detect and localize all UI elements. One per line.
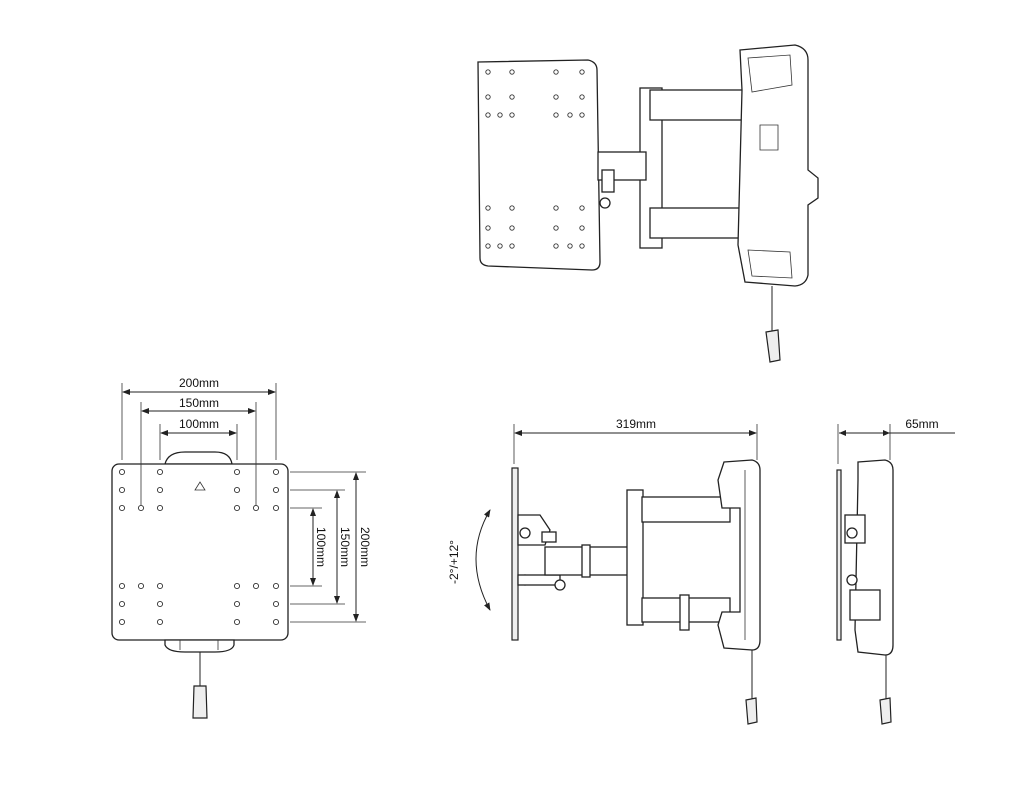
mounting-hole (509, 69, 515, 75)
top-handle (164, 451, 233, 465)
mounting-hole (156, 582, 164, 590)
mounting-hole (233, 600, 241, 608)
mounting-hole (497, 243, 503, 249)
mounting-hole (579, 94, 585, 100)
mounting-hole (509, 205, 515, 211)
mounting-hole (156, 504, 164, 512)
mounting-hole (233, 582, 241, 590)
mounting-hole (485, 205, 491, 211)
mounting-hole (485, 94, 491, 100)
mounting-hole (137, 582, 145, 590)
mounting-hole (485, 69, 491, 75)
mounting-hole (118, 486, 126, 494)
mounting-hole (553, 243, 559, 249)
mounting-hole (156, 600, 164, 608)
release-cord-handle-front (192, 685, 208, 719)
dim-label-100-horizontal: 100mm (179, 417, 219, 431)
tilt-screw-side (517, 574, 561, 586)
mounting-hole (485, 112, 491, 118)
tilt-screw (599, 197, 611, 209)
mounting-hole (553, 94, 559, 100)
mounting-hole (509, 243, 515, 249)
dim-label-150-vertical: 150mm (338, 527, 352, 567)
mounting-hole (233, 504, 241, 512)
dim-label-200-vertical: 200mm (358, 527, 372, 567)
vesa-plate-end (836, 469, 842, 641)
mounting-hole (579, 243, 585, 249)
mounting-hole (567, 112, 573, 118)
mounting-hole (509, 94, 515, 100)
vesa-plate-side (511, 467, 519, 641)
upper-arm-side (641, 496, 731, 523)
mounting-hole (272, 486, 280, 494)
release-cord-handle-side (745, 697, 758, 725)
release-cord-handle (765, 329, 781, 363)
tilt-knob (601, 169, 615, 193)
mounting-hole (118, 504, 126, 512)
release-cord-handle-end (879, 697, 892, 725)
mounting-hole (272, 582, 280, 590)
mounting-hole (579, 225, 585, 231)
tilt-angle-label: -2°/+12° (447, 540, 461, 584)
upper-arm (649, 89, 756, 121)
mounting-hole (272, 504, 280, 512)
mounting-hole (553, 225, 559, 231)
mounting-hole (553, 112, 559, 118)
side-view: 319mm -2°/+12° (447, 417, 761, 725)
mounting-hole (272, 618, 280, 626)
end-view: 65mm (836, 417, 955, 725)
dim-label-65: 65mm (905, 417, 938, 431)
mounting-hole (553, 205, 559, 211)
triangle-marker (194, 481, 206, 491)
mounting-hole (118, 600, 126, 608)
mounting-hole (118, 582, 126, 590)
wall-plate-end (854, 459, 894, 656)
mounting-hole (233, 486, 241, 494)
mounting-hole (156, 468, 164, 476)
front-holes (118, 468, 280, 626)
mounting-hole (553, 69, 559, 75)
wall-plate (737, 44, 819, 287)
mounting-hole (485, 225, 491, 231)
mounting-hole (497, 112, 503, 118)
wall-plate-side (717, 459, 761, 651)
bottom-bracket (164, 639, 235, 653)
mounting-hole (156, 486, 164, 494)
perspective-view (477, 44, 819, 363)
mounting-hole (272, 600, 280, 608)
vesa-plate (477, 59, 601, 271)
mounting-hole (137, 504, 145, 512)
mounting-hole (252, 582, 260, 590)
mounting-hole (118, 618, 126, 626)
mounting-hole (156, 618, 164, 626)
mounting-hole (233, 618, 241, 626)
mounting-hole (252, 504, 260, 512)
dim-label-200-horizontal: 200mm (179, 376, 219, 390)
mounting-hole (579, 112, 585, 118)
mounting-hole (579, 205, 585, 211)
front-view: 200mm 150mm 100mm 200mm 150mm 100mm (111, 376, 372, 719)
tilt-arc (475, 509, 491, 611)
mounting-hole (233, 468, 241, 476)
dim-label-100-vertical: 100mm (314, 527, 328, 567)
mounting-hole (272, 468, 280, 476)
dim-label-150-horizontal: 150mm (179, 396, 219, 410)
dim-label-319: 319mm (616, 417, 656, 431)
perspective-holes (485, 69, 585, 249)
mounting-hole (509, 225, 515, 231)
mounting-hole (118, 468, 126, 476)
mounting-hole (509, 112, 515, 118)
mounting-hole (485, 243, 491, 249)
mounting-hole (579, 69, 585, 75)
pivot-post-side (626, 489, 644, 626)
mounting-hole (567, 243, 573, 249)
